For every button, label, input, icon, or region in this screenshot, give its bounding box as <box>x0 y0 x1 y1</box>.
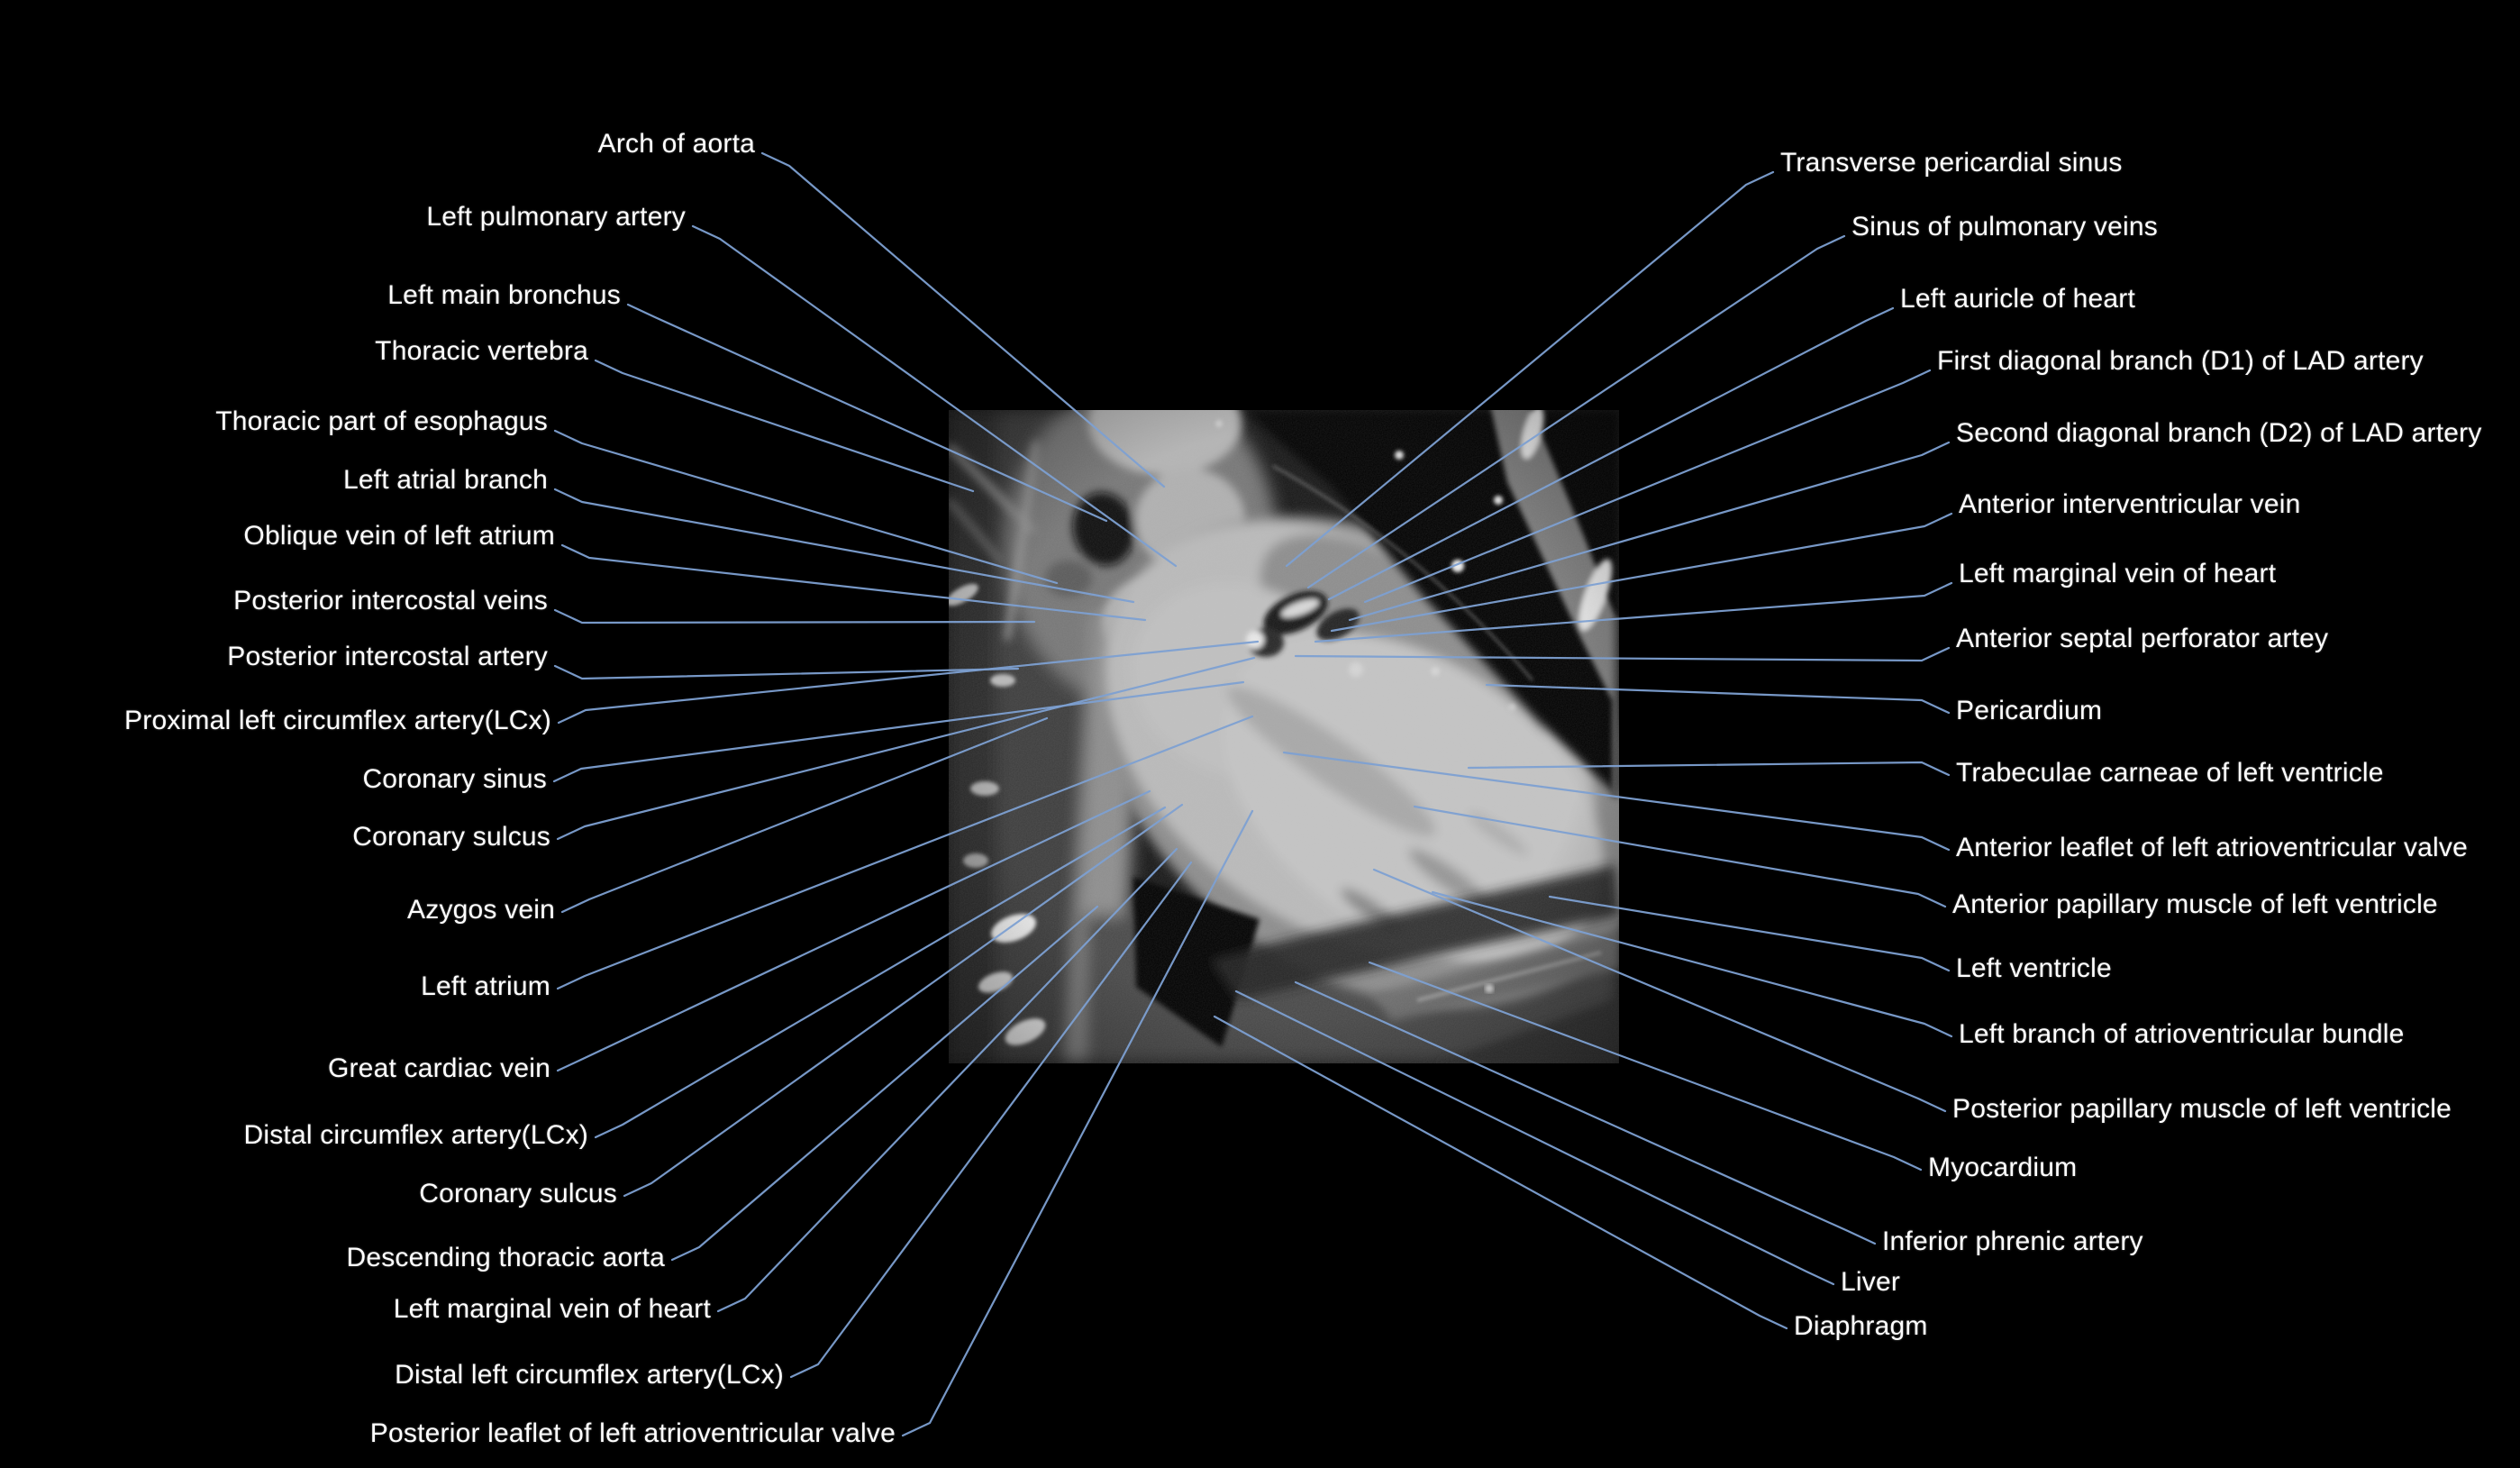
anatomy-label: Coronary sulcus <box>352 822 550 852</box>
anatomy-label: Arch of aorta <box>597 129 755 159</box>
anatomy-label: Left branch of atrioventricular bundle <box>1959 1019 2405 1049</box>
anatomy-label: Anterior papillary muscle of left ventri… <box>1952 889 2438 919</box>
anatomy-label: Anterior leaflet of left atrioventricula… <box>1956 833 2468 862</box>
anatomy-label: Oblique vein of left atrium <box>243 521 555 551</box>
anatomy-label: Coronary sinus <box>362 764 547 794</box>
anatomy-label: Proximal left circumflex artery(LCx) <box>124 706 551 735</box>
anatomy-label: Left marginal vein of heart <box>393 1294 711 1324</box>
anatomy-label: Transverse pericardial sinus <box>1780 148 2123 178</box>
anatomy-label: Thoracic vertebra <box>375 336 588 366</box>
anatomy-label: Left main bronchus <box>387 280 621 310</box>
anatomy-label: Trabeculae carneae of left ventricle <box>1956 758 2384 788</box>
anatomy-label: Posterior papillary muscle of left ventr… <box>1952 1094 2452 1124</box>
anatomy-label: Descending thoracic aorta <box>346 1243 665 1272</box>
anatomy-label: Distal circumflex artery(LCx) <box>243 1120 588 1150</box>
anatomy-label: Azygos vein <box>407 895 555 925</box>
anatomy-label: Left pulmonary artery <box>426 202 686 232</box>
anatomy-label: Sinus of pulmonary veins <box>1851 212 2158 242</box>
anatomy-label: Inferior phrenic artery <box>1882 1226 2143 1256</box>
anatomy-label: Diaphragm <box>1794 1311 1928 1341</box>
anatomy-label: Left auricle of heart <box>1900 284 2136 314</box>
anatomy-label: Left atrial branch <box>342 465 548 495</box>
anatomy-label: Left ventricle <box>1956 953 2112 983</box>
anatomy-label: Left marginal vein of heart <box>1959 559 2277 588</box>
anatomy-label: First diagonal branch (D1) of LAD artery <box>1937 346 2424 376</box>
anatomy-label: Anterior septal perforator artey <box>1956 624 2329 653</box>
anatomy-label: Myocardium <box>1928 1153 2078 1182</box>
anatomy-label: Anterior interventricular vein <box>1959 489 2301 519</box>
anatomy-label: Second diagonal branch (D2) of LAD arter… <box>1956 418 2482 448</box>
anatomy-label: Posterior intercostal veins <box>233 586 548 615</box>
anatomy-label: Pericardium <box>1956 696 2103 725</box>
anatomy-label: Liver <box>1841 1267 1901 1297</box>
anatomy-label: Coronary sulcus <box>419 1179 617 1208</box>
anatomy-label: Posterior leaflet of left atrioventricul… <box>369 1418 896 1448</box>
anatomy-label: Distal left circumflex artery(LCx) <box>395 1360 784 1390</box>
anatomy-label: Thoracic part of esophagus <box>215 406 548 436</box>
anatomy-label: Great cardiac vein <box>327 1053 550 1083</box>
anatomy-label: Left atrium <box>421 971 550 1001</box>
anatomy-label: Posterior intercostal artery <box>227 642 548 671</box>
